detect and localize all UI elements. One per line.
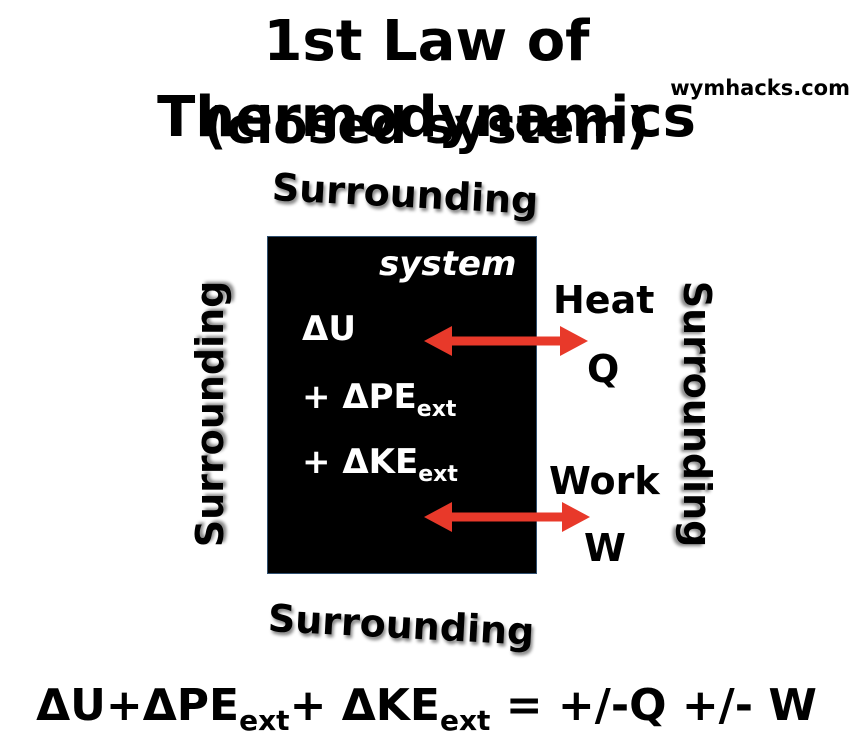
website-credit: wymhacks.com — [670, 76, 850, 100]
delta-pe-text: + ΔPE — [302, 377, 417, 417]
delta-ke-text: + ΔKE — [302, 442, 419, 482]
heat-arrow-head-left — [424, 326, 452, 356]
page-subtitle: (closed system) — [203, 97, 650, 155]
delta-ke-term: + ΔKEext — [302, 440, 458, 497]
work-arrow — [424, 502, 590, 532]
system-label: system — [379, 244, 517, 284]
delta-u-term: ΔU — [302, 307, 356, 351]
work-arrow-head-right — [562, 502, 590, 532]
equation-subscript-2: ext — [439, 704, 491, 737]
work-label: Work — [549, 459, 660, 503]
delta-pe-subscript: ext — [416, 397, 457, 422]
page-title: 1st Law of Thermodynamics — [157, 9, 696, 150]
delta-pe-term: + ΔPEext — [302, 375, 456, 432]
equation-part-1: ΔU+ΔPE — [36, 680, 240, 731]
first-law-equation: ΔU+ΔPEext+ ΔKEext = +/-Q +/- W — [0, 676, 853, 751]
heat-arrow-head-right — [560, 326, 588, 356]
heat-arrow — [424, 326, 588, 356]
delta-ke-subscript: ext — [418, 462, 458, 487]
delta-u-text: ΔU — [302, 309, 356, 349]
heat-label: Heat — [553, 278, 655, 322]
heat-symbol: Q — [587, 347, 620, 391]
equation-subscript-1: ext — [239, 704, 290, 737]
equation-part-3: = +/-Q +/- W — [490, 680, 817, 731]
equation-part-2: + ΔKE — [289, 680, 440, 731]
work-arrow-head-left — [424, 502, 452, 532]
work-symbol: W — [584, 526, 626, 570]
